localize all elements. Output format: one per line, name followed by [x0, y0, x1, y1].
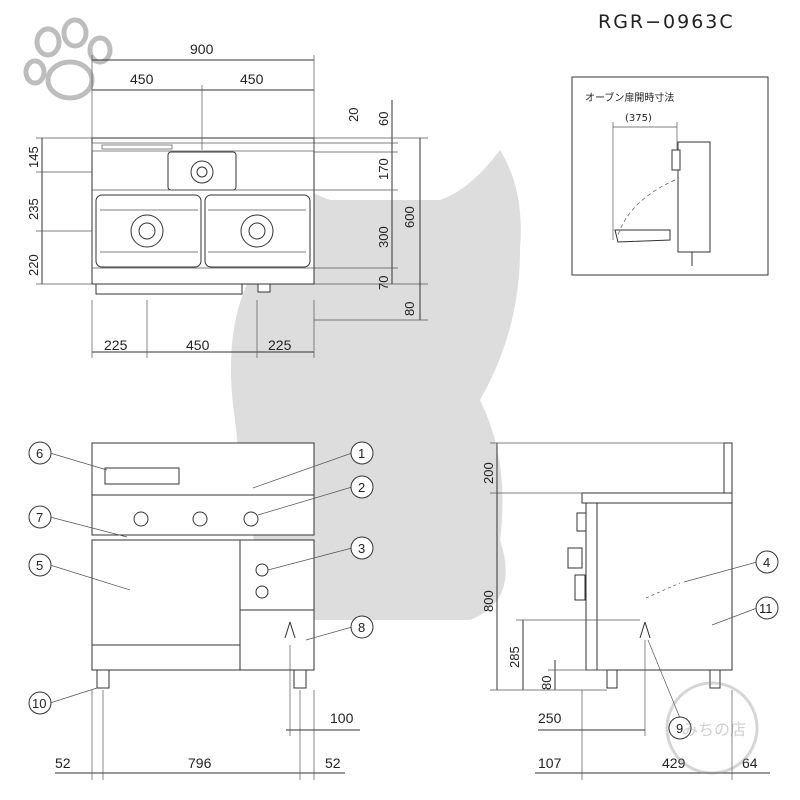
shop-stamp-watermark: みちの店 [665, 681, 759, 775]
dim-80: 80 [402, 302, 417, 316]
dim-450-right: 450 [240, 71, 264, 87]
dim-107: 107 [538, 755, 562, 771]
dim-450-bottom: 450 [186, 337, 210, 353]
callout-11: 11 [759, 601, 773, 616]
callout-1: 1 [358, 446, 365, 461]
stamp-text: みちの店 [682, 720, 746, 739]
dim-796: 796 [188, 755, 212, 771]
dim-52-right: 52 [325, 755, 341, 771]
dim-100: 100 [330, 710, 354, 726]
callout-7: 7 [36, 510, 43, 525]
dim-170: 170 [376, 158, 391, 180]
side-callouts: 4 11 9 [647, 550, 779, 740]
dim-450-left: 450 [130, 71, 154, 87]
side-view [567, 442, 733, 689]
oven-door-inset: オーブン扉開時寸法 (375) [571, 76, 769, 276]
front-view [91, 442, 315, 689]
front-callouts: 6 1 2 7 3 5 8 10 [28, 441, 374, 715]
top-view [91, 137, 315, 295]
dim-800: 800 [481, 590, 496, 612]
model-title: RGR−0963C [598, 11, 735, 33]
dim-600: 600 [402, 206, 417, 228]
dim-250: 250 [538, 710, 562, 726]
side-view-dimensions: 200 800 285 80 250 107 429 64 [481, 442, 770, 780]
dim-70: 70 [376, 276, 391, 290]
dim-225-left: 225 [104, 337, 128, 353]
callout-9: 9 [676, 721, 683, 736]
dim-80-side: 80 [539, 676, 554, 690]
dim-52-left: 52 [55, 755, 71, 771]
dim-429: 429 [662, 755, 686, 771]
dim-200: 200 [481, 462, 496, 484]
oven-door-label: オーブン扉開時寸法 [585, 91, 674, 104]
dim-900: 900 [190, 41, 214, 57]
dim-145: 145 [26, 146, 41, 168]
dim-300: 300 [376, 226, 391, 248]
callout-3: 3 [358, 541, 365, 556]
dim-20: 20 [346, 108, 361, 122]
dim-64: 64 [742, 755, 758, 771]
callout-2: 2 [358, 480, 365, 495]
callout-4: 4 [763, 555, 770, 570]
callout-8: 8 [358, 620, 365, 635]
callout-10: 10 [32, 696, 46, 711]
dim-285: 285 [507, 646, 522, 668]
front-view-dimensions: 52 796 52 100 [55, 645, 360, 780]
dim-220: 220 [26, 254, 41, 276]
dim-235: 235 [26, 198, 41, 220]
callout-5: 5 [36, 558, 43, 573]
top-view-dimensions: 900 450 450 225 450 225 145 235 220 20 6… [26, 41, 428, 358]
dim-225-right: 225 [268, 337, 292, 353]
paw-logo-icon [23, 17, 113, 101]
door-opening-dim: (375) [625, 113, 652, 124]
dim-60: 60 [376, 112, 391, 126]
callout-6: 6 [36, 446, 43, 461]
